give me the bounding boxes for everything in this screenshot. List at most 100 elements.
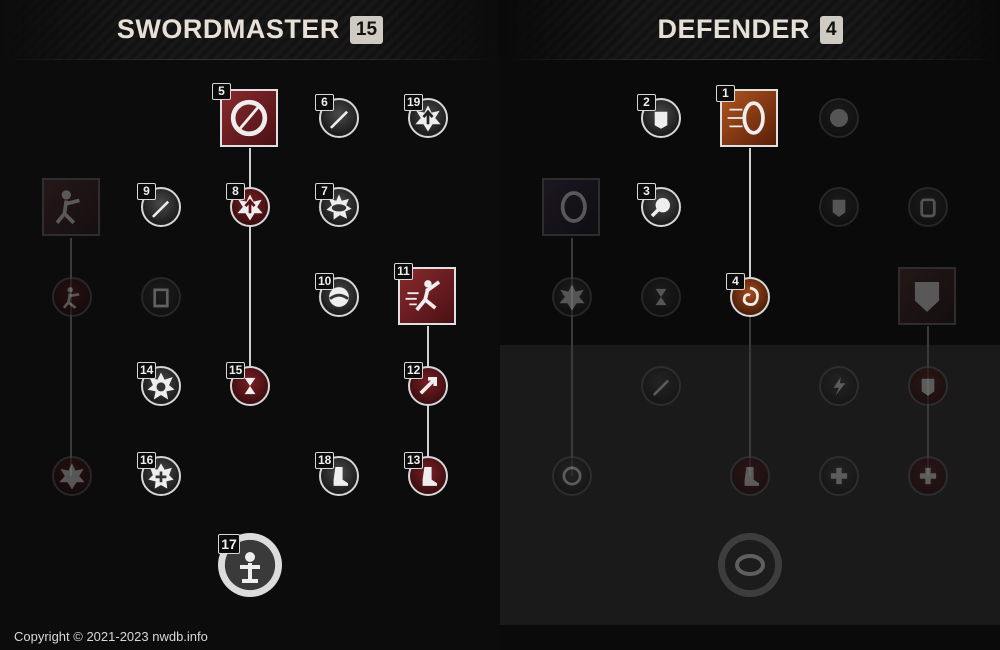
shield-passive[interactable]: 10 <box>315 273 359 317</box>
swirl-passive[interactable]: 4 <box>726 273 770 317</box>
swordmaster-ultimate[interactable]: 17 <box>218 533 282 597</box>
boot-passive[interactable]: 18 <box>315 452 359 496</box>
shield-icon <box>832 199 846 217</box>
burst-passive[interactable]: 14 <box>137 362 181 406</box>
boot-passive[interactable]: 13 <box>404 452 448 496</box>
heal-passive[interactable] <box>819 456 859 496</box>
medical-cross-icon <box>919 467 937 485</box>
swordmaster-header: SWORDMASTER 15 <box>0 0 500 60</box>
boot-icon <box>422 467 437 486</box>
points-badge: 4 <box>819 15 843 44</box>
medical-cross-icon <box>148 463 174 489</box>
rank-badge: 10 <box>315 273 335 290</box>
connector-line <box>749 148 751 300</box>
leap-strike-ability[interactable]: 11 <box>394 263 456 325</box>
sword-passive[interactable] <box>641 366 681 406</box>
shield-icon <box>830 109 848 127</box>
boot-icon <box>744 467 759 486</box>
rank-badge: 4 <box>726 273 745 290</box>
shield-bash-icon <box>560 191 587 223</box>
lightning-icon <box>833 377 846 396</box>
copyright-footer: Copyright © 2021-2023 nwdb.info <box>14 629 208 644</box>
boot-passive[interactable] <box>730 456 770 496</box>
shield-rush-ability[interactable]: 1 <box>716 85 778 147</box>
shield-passive[interactable] <box>819 98 859 138</box>
heroic-pose-icon <box>240 552 260 583</box>
rank-badge: 18 <box>315 452 335 469</box>
shield-icon <box>920 198 936 218</box>
connector-line <box>749 300 751 476</box>
shield-bash-icon <box>727 101 765 135</box>
connector-line <box>571 238 573 476</box>
charge-ability[interactable] <box>42 178 100 236</box>
rank-badge: 9 <box>137 183 156 200</box>
shield-icon <box>654 111 668 129</box>
rank-badge: 5 <box>212 83 231 100</box>
burst-passive[interactable] <box>52 456 92 496</box>
runner-icon <box>62 287 80 309</box>
boot-icon <box>333 467 348 486</box>
arrow-up-burst-icon <box>415 105 441 132</box>
rank-badge: 1 <box>716 85 735 102</box>
tree-title: DEFENDER <box>657 14 810 44</box>
shield-bash-icon <box>735 554 765 576</box>
runner-passive[interactable] <box>52 277 92 317</box>
rank-badge: 15 <box>226 362 246 379</box>
rank-badge: 12 <box>404 362 424 379</box>
burst-passive[interactable] <box>552 277 592 317</box>
swirl-burst-passive[interactable]: 7 <box>315 183 359 227</box>
arrow-up-burst-icon <box>237 194 263 221</box>
tree-title: SWORDMASTER <box>116 14 340 44</box>
shield-icon <box>153 288 169 308</box>
shield-wall-ability[interactable] <box>898 267 956 325</box>
rank-badge: 16 <box>137 452 157 469</box>
sword-icon <box>652 379 670 396</box>
shield-icon <box>914 282 940 312</box>
rank-badge: 19 <box>404 94 424 111</box>
armor-passive[interactable]: 2 <box>637 94 681 138</box>
connector-line <box>70 238 72 476</box>
shield-icon <box>650 198 670 218</box>
burst-icon <box>326 194 352 220</box>
sword-passive[interactable]: 6 <box>315 94 359 138</box>
globe-passive[interactable] <box>552 456 592 496</box>
rank-badge: 13 <box>404 452 424 469</box>
defender-header: DEFENDER 4 <box>500 0 1000 60</box>
shield-throw-ability[interactable] <box>542 178 600 236</box>
runner-icon <box>405 280 441 312</box>
hourglass-passive[interactable]: 15 <box>226 362 270 406</box>
sword-icon <box>330 110 348 129</box>
runner-icon <box>55 190 80 225</box>
shield-passive[interactable] <box>908 187 948 227</box>
rank-badge: 7 <box>315 183 334 200</box>
shield-icon <box>329 287 349 307</box>
arrow-up-burst-icon <box>419 377 437 395</box>
medical-cross-icon <box>830 467 848 485</box>
hourglass-passive[interactable] <box>641 277 681 317</box>
heal-passive[interactable] <box>908 456 948 496</box>
armor-passive[interactable] <box>141 277 181 317</box>
shield-passive[interactable] <box>819 187 859 227</box>
shield-passive[interactable]: 3 <box>637 183 681 227</box>
sword-passive[interactable]: 9 <box>137 183 181 227</box>
lightning-passive[interactable] <box>819 366 859 406</box>
rank-badge: 8 <box>226 183 245 200</box>
points-badge: 15 <box>349 15 384 44</box>
arrow-passive[interactable]: 12 <box>404 362 448 406</box>
sword-icon <box>152 200 170 218</box>
defender-ultimate[interactable] <box>718 533 782 597</box>
burst-passive[interactable]: 8 <box>226 183 270 227</box>
burst-icon <box>147 372 175 400</box>
sword-slash-ability[interactable]: 5 <box>212 83 278 147</box>
arrow-up-burst-icon <box>559 284 585 311</box>
cross-burst-passive[interactable]: 16 <box>137 452 181 496</box>
hourglass-icon <box>655 288 667 306</box>
connector-line <box>249 148 251 380</box>
swirl-icon <box>742 286 759 306</box>
burst-passive[interactable]: 19 <box>404 94 448 138</box>
rank-badge: 14 <box>137 362 157 379</box>
rank-badge: 2 <box>637 94 656 111</box>
hourglass-down-icon <box>244 377 256 395</box>
shield-passive[interactable] <box>908 366 948 406</box>
rank-badge: 3 <box>637 183 656 200</box>
